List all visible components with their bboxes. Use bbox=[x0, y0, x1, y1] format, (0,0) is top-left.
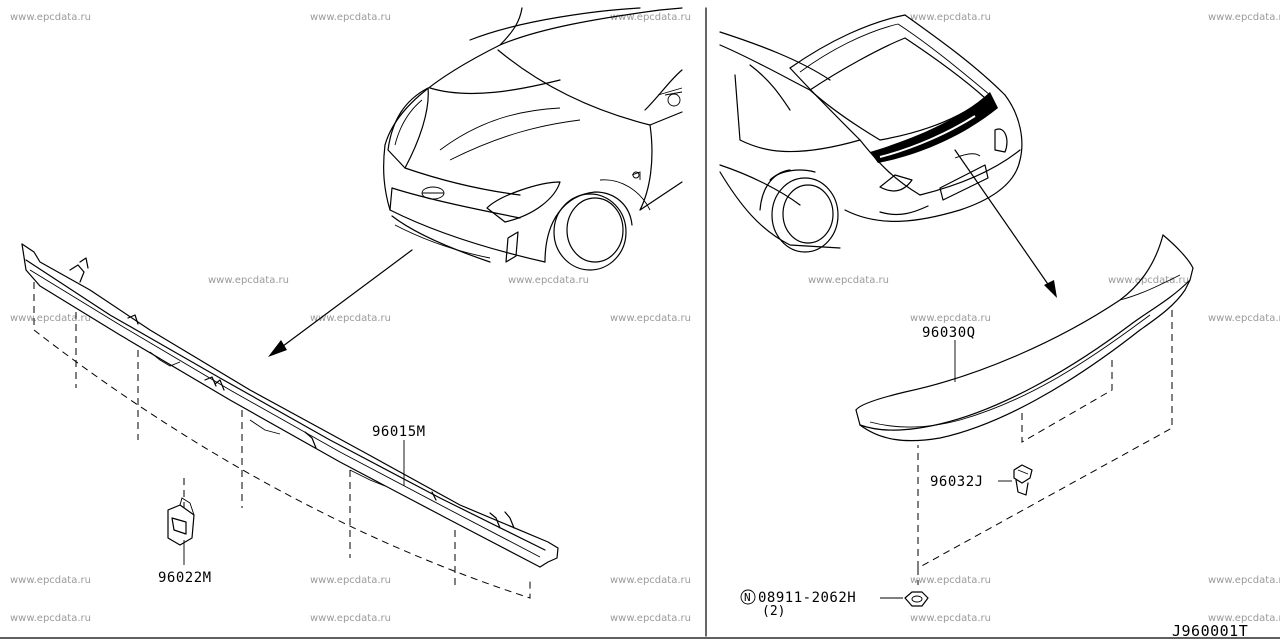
watermark-text: www.epcdata.ru bbox=[910, 613, 991, 624]
front-dashed-guides bbox=[33, 282, 531, 599]
nut-part bbox=[904, 591, 929, 607]
nut-part-label: 08911-2062H bbox=[758, 590, 856, 606]
front-callout-arrow bbox=[268, 249, 413, 357]
watermark-text: www.epcdata.ru bbox=[808, 275, 889, 286]
watermark-text: www.epcdata.ru bbox=[310, 12, 391, 23]
front-spoiler-label: 96015M bbox=[372, 424, 426, 440]
rear-clip-label: 96032J bbox=[930, 474, 984, 490]
front-car-illustration bbox=[383, 7, 683, 271]
rear-spoiler-part bbox=[855, 234, 1194, 442]
watermark-text: www.epcdata.ru bbox=[910, 575, 991, 586]
watermark-text: www.epcdata.ru bbox=[910, 12, 991, 23]
watermark-text: www.epcdata.ru bbox=[1108, 275, 1189, 286]
watermark-text: www.epcdata.ru bbox=[508, 275, 589, 286]
watermark-text: www.epcdata.ru bbox=[1208, 613, 1280, 624]
nut-symbol: N bbox=[744, 591, 751, 604]
rear-callout-arrow bbox=[954, 149, 1057, 298]
watermark-text: www.epcdata.ru bbox=[10, 575, 91, 586]
watermark-text: www.epcdata.ru bbox=[10, 613, 91, 624]
watermark-text: www.epcdata.ru bbox=[1208, 313, 1280, 324]
nut-qty-label: (2) bbox=[762, 604, 785, 619]
watermark-layer: www.epcdata.ru www.epcdata.ru www.epcdata.… bbox=[10, 12, 1280, 624]
front-bracket-label: 96022M bbox=[158, 570, 212, 586]
watermark-text: www.epcdata.ru bbox=[310, 613, 391, 624]
watermark-text: www.epcdata.ru bbox=[10, 313, 91, 324]
watermark-text: www.epcdata.ru bbox=[10, 12, 91, 23]
watermark-text: www.epcdata.ru bbox=[610, 313, 691, 324]
watermark-text: www.epcdata.ru bbox=[910, 313, 991, 324]
rear-dashed-guides bbox=[917, 310, 1173, 585]
rear-car-illustration bbox=[719, 14, 1023, 253]
rear-spoiler-label: 96030Q bbox=[922, 325, 976, 341]
diagram-code: J960001T bbox=[1172, 622, 1248, 640]
watermark-text: www.epcdata.ru bbox=[1208, 575, 1280, 586]
watermark-text: www.epcdata.ru bbox=[208, 275, 289, 286]
watermark-text: www.epcdata.ru bbox=[310, 313, 391, 324]
watermark-text: www.epcdata.ru bbox=[310, 575, 391, 586]
front-bracket-part bbox=[167, 497, 195, 565]
watermark-text: www.epcdata.ru bbox=[610, 12, 691, 23]
watermark-text: www.epcdata.ru bbox=[610, 613, 691, 624]
front-spoiler-part bbox=[21, 243, 559, 568]
watermark-text: www.epcdata.ru bbox=[610, 575, 691, 586]
watermark-text: www.epcdata.ru bbox=[1208, 12, 1280, 23]
nut-symbol-circle bbox=[740, 589, 756, 605]
rear-clip-part bbox=[1013, 464, 1033, 496]
